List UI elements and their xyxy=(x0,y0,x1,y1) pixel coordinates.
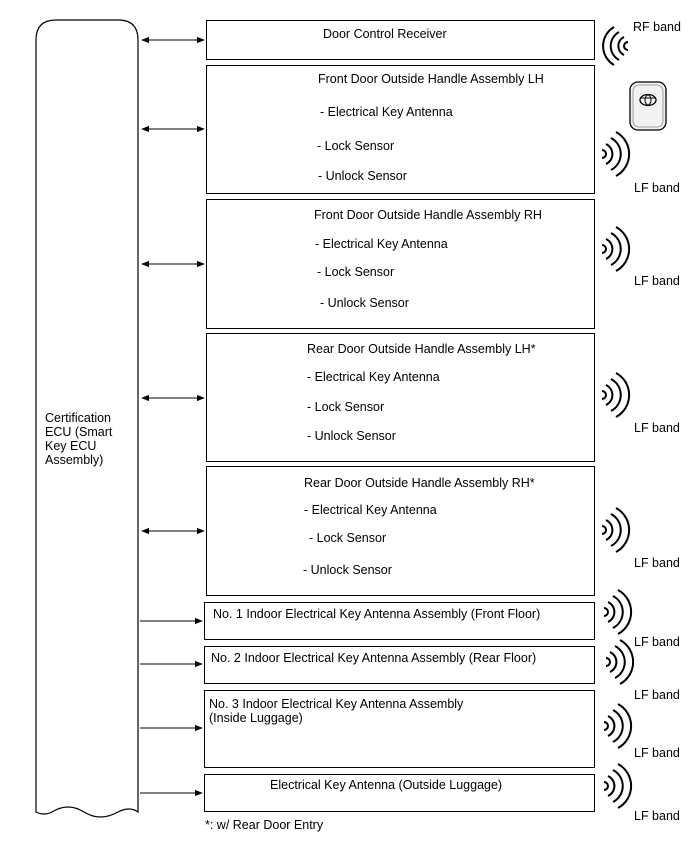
signal-wave-icon xyxy=(601,372,631,418)
front-lh-item: - Electrical Key Antenna xyxy=(320,105,453,119)
rear-rh-box: Rear Door Outside Handle Assembly RH* - … xyxy=(206,466,595,596)
front-rh-item: - Electrical Key Antenna xyxy=(315,237,448,251)
rf-band-label: RF band xyxy=(633,20,681,34)
rear-lh-box: Rear Door Outside Handle Assembly LH* - … xyxy=(206,333,595,462)
signal-wave-icon xyxy=(605,639,635,685)
front-rh-title: Front Door Outside Handle Assembly RH xyxy=(314,208,542,222)
indoor1-box: No. 1 Indoor Electrical Key Antenna Asse… xyxy=(204,602,595,640)
indoor3-subtitle: (Inside Luggage) xyxy=(209,711,303,725)
front-rh-item: - Unlock Sensor xyxy=(320,296,409,310)
lf-band-label: LF band xyxy=(634,635,680,649)
signal-wave-icon xyxy=(601,131,631,177)
front-rh-box: Front Door Outside Handle Assembly RH - … xyxy=(206,199,595,329)
lf-band-label: LF band xyxy=(634,556,680,570)
ecu-box xyxy=(35,19,139,818)
ecu-label: Certification ECU (Smart Key ECU Assembl… xyxy=(45,411,113,467)
rear-lh-item: - Lock Sensor xyxy=(307,400,385,414)
lf-band-label: LF band xyxy=(634,274,680,288)
rear-lh-item: - Electrical Key Antenna xyxy=(307,370,440,384)
rear-rh-title: Rear Door Outside Handle Assembly RH* xyxy=(304,476,535,490)
indoor2-title: No. 2 Indoor Electrical Key Antenna Asse… xyxy=(211,651,537,665)
rear-rh-item: - Lock Sensor xyxy=(309,531,387,545)
front-rh-item: - Lock Sensor xyxy=(317,265,395,279)
front-lh-box: Front Door Outside Handle Assembly LH - … xyxy=(206,65,595,194)
indoor3-box: No. 3 Indoor Electrical Key Antenna Asse… xyxy=(204,690,595,768)
signal-wave-icon xyxy=(603,703,633,749)
indoor2-box: No. 2 Indoor Electrical Key Antenna Asse… xyxy=(204,646,595,684)
rear-rh-item: - Electrical Key Antenna xyxy=(304,503,437,517)
indoor3-title: No. 3 Indoor Electrical Key Antenna Asse… xyxy=(209,697,464,711)
lf-band-label: LF band xyxy=(634,181,680,195)
signal-wave-icon xyxy=(602,26,629,66)
rear-rh-item: - Unlock Sensor xyxy=(303,563,392,577)
outside-luggage-box: Electrical Key Antenna (Outside Luggage) xyxy=(204,774,595,812)
signal-wave-icon xyxy=(601,507,631,553)
front-lh-title: Front Door Outside Handle Assembly LH xyxy=(318,72,544,86)
lf-band-label: LF band xyxy=(634,421,680,435)
lf-band-label: LF band xyxy=(634,746,680,760)
lf-band-label: LF band xyxy=(634,809,680,823)
lf-band-label: LF band xyxy=(634,688,680,702)
key-fob-icon xyxy=(629,81,667,131)
door-control-receiver-box: Door Control Receiver xyxy=(206,20,595,60)
indoor1-title: No. 1 Indoor Electrical Key Antenna Asse… xyxy=(213,607,541,621)
signal-wave-icon xyxy=(603,763,633,809)
outside-luggage-title: Electrical Key Antenna (Outside Luggage) xyxy=(270,778,503,792)
rear-lh-title: Rear Door Outside Handle Assembly LH* xyxy=(307,342,536,356)
signal-wave-icon xyxy=(601,226,631,272)
footnote: *: w/ Rear Door Entry xyxy=(205,818,324,832)
signal-wave-icon xyxy=(603,589,633,635)
door-control-receiver-title: Door Control Receiver xyxy=(323,27,447,41)
rear-lh-item: - Unlock Sensor xyxy=(307,429,396,443)
front-lh-item: - Lock Sensor xyxy=(317,139,395,153)
front-lh-item: - Unlock Sensor xyxy=(318,169,407,183)
